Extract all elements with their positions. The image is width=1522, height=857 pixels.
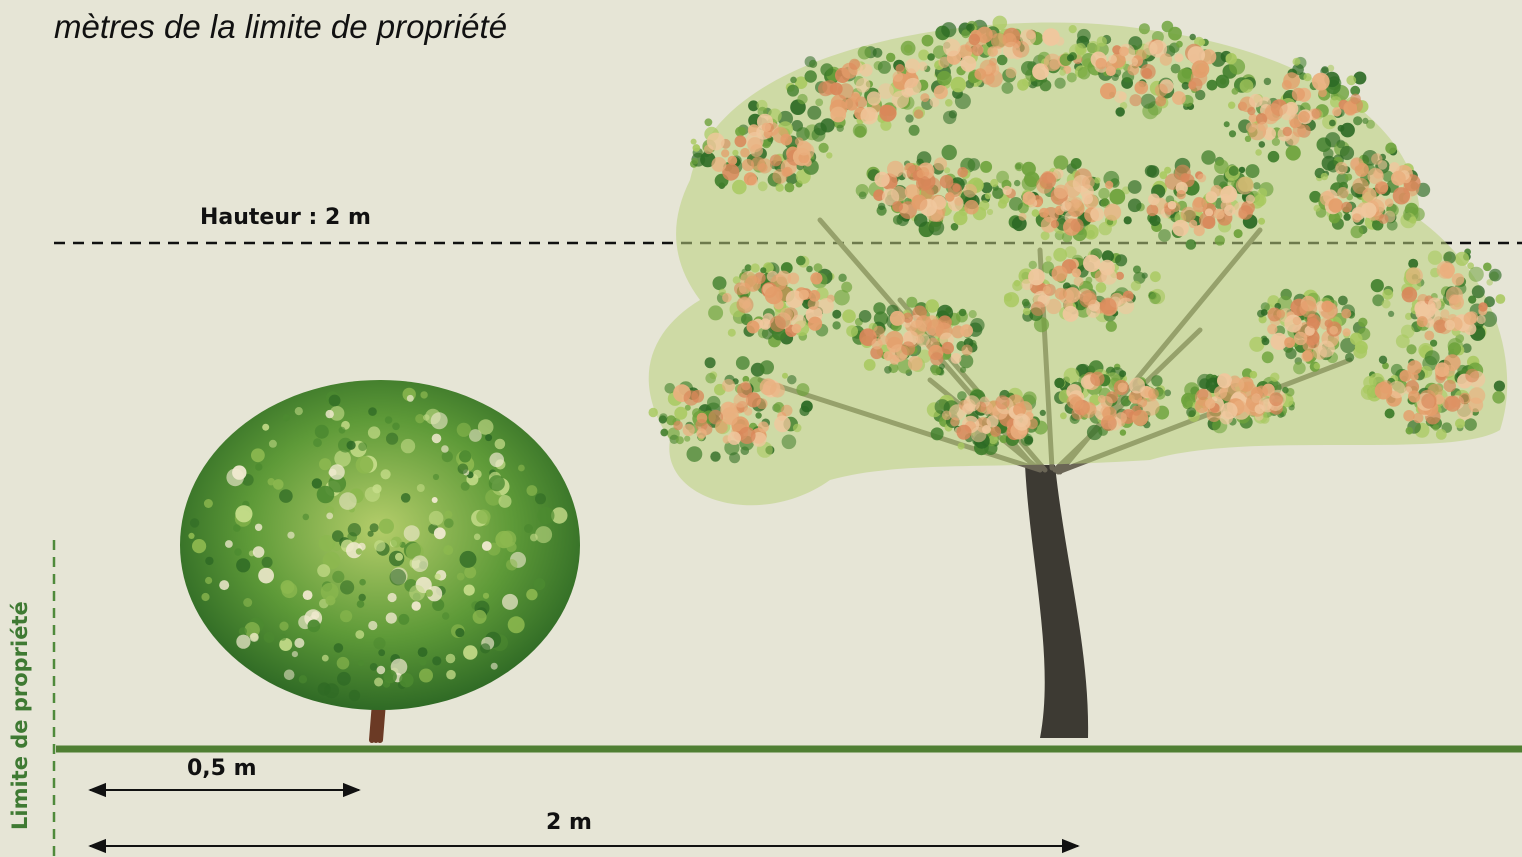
caption-text: mètres de la limite de propriété xyxy=(54,10,507,43)
height-line-label: Hauteur : 2 m xyxy=(200,205,371,230)
distance-label-shrub: 0,5 m xyxy=(187,756,257,781)
shrub-illustration xyxy=(180,380,580,740)
property-line-label: Limite de propriété xyxy=(8,601,32,830)
distance-label-tree: 2 m xyxy=(546,810,592,835)
tree-illustration xyxy=(649,16,1508,738)
